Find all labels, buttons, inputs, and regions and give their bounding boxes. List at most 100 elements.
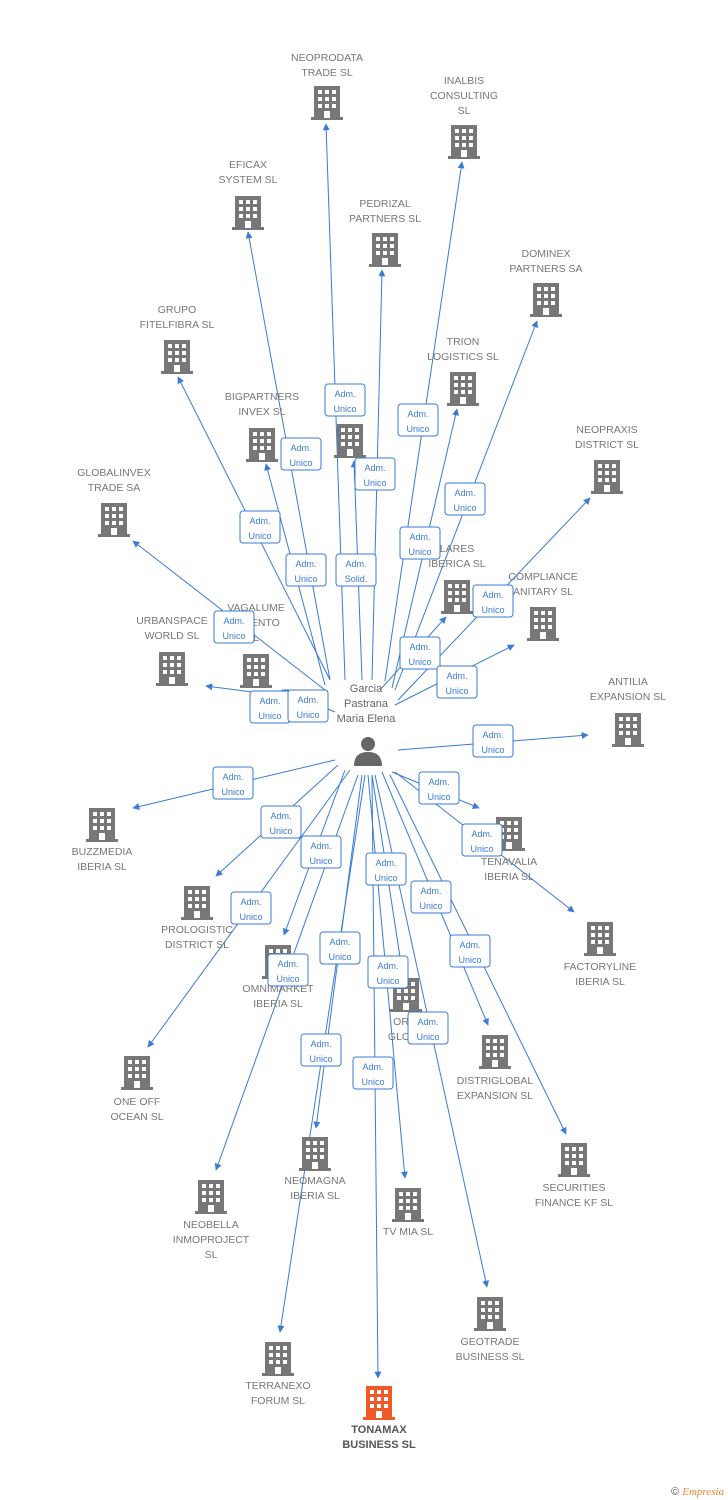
role-badge[interactable]: Adm.Unico <box>367 955 409 989</box>
building-icon <box>246 428 278 462</box>
company-label: SL <box>458 105 471 117</box>
role-badge[interactable]: Adm.Solid. <box>335 553 377 587</box>
role-text: Unico <box>419 901 442 911</box>
role-badge[interactable]: Adm.Unico <box>249 690 291 724</box>
role-text: Unico <box>361 1077 384 1087</box>
role-text: Solid. <box>345 574 368 584</box>
role-badge[interactable]: Adm.Unico <box>449 934 491 968</box>
role-badge[interactable]: Adm.Unico <box>472 724 514 758</box>
company-trion[interactable]: TRION LOGISTICS SL <box>427 336 499 406</box>
role-badge[interactable]: Adm.Unico <box>399 636 441 670</box>
building-icon <box>530 283 562 317</box>
role-badge[interactable]: Adm.Unico <box>324 383 366 417</box>
role-badge[interactable]: Adm.Unico <box>285 553 327 587</box>
role-badge[interactable]: Adm.Unico <box>407 1011 449 1045</box>
role-text: Unico <box>363 478 386 488</box>
company-label: ANTILIA <box>608 676 648 688</box>
company-pedrizal[interactable]: PEDRIZAL PARTNERS SL <box>349 198 421 267</box>
building-icon <box>181 886 213 920</box>
company-label: IBERIA SL <box>253 998 303 1010</box>
role-badge[interactable]: Adm.Unico <box>319 931 361 965</box>
company-label: LOGISTICS SL <box>427 351 499 363</box>
company-label: LARES <box>440 543 474 555</box>
role-badge[interactable]: Adm.Unico <box>230 891 272 925</box>
building-icon <box>369 233 401 267</box>
role-badge[interactable]: Adm.Unico <box>212 766 254 800</box>
company-label: BIGPARTNERS <box>225 391 299 403</box>
role-badge[interactable]: Adm.Unico <box>461 823 503 857</box>
role-text: Unico <box>481 605 504 615</box>
company-label: DISTRIGLOBAL <box>457 1075 534 1087</box>
role-badge[interactable]: Adm.Unico <box>260 805 302 839</box>
role-badge[interactable]: Adm.Unico <box>280 437 322 471</box>
role-text: Unico <box>333 404 356 414</box>
role-text: Unico <box>222 631 245 641</box>
role-badge[interactable]: Adm. Unico <box>354 457 396 491</box>
person-name: Maria Elena <box>337 713 397 725</box>
role-text: Unico <box>427 792 450 802</box>
company-label: TONAMAX <box>351 1424 407 1436</box>
role-badge[interactable]: Adm.Unico <box>472 584 514 618</box>
company-label: PROLOGISTIC <box>161 924 233 936</box>
company-label: TRION <box>447 336 480 348</box>
role-text: Adm. <box>482 730 503 740</box>
role-text: Unico <box>458 955 481 965</box>
company-tvmia[interactable]: TV MIA SL <box>383 1188 433 1238</box>
person-icon <box>354 737 382 766</box>
company-label: PEDRIZAL <box>359 198 411 210</box>
role-badge[interactable]: Adm.Unico <box>399 526 441 560</box>
role-badge[interactable]: Adm.Unico <box>397 403 439 437</box>
company-label: TERRANEXO <box>245 1380 310 1392</box>
role-badge[interactable]: Adm.Unico <box>213 610 255 644</box>
role-badge[interactable]: Adm.Unico <box>365 852 407 886</box>
role-text: Adm. <box>277 959 298 969</box>
role-badge[interactable]: Adm.Unico <box>300 835 342 869</box>
role-badge[interactable]: Adm.Unico <box>352 1056 394 1090</box>
role-badge[interactable]: Adm.Unico <box>444 482 486 516</box>
role-text: Unico <box>276 974 299 984</box>
role-badge[interactable]: Adm.Unico <box>410 880 452 914</box>
company-label: NEOPRAXIS <box>576 424 637 436</box>
role-badge[interactable]: Adm.Unico <box>418 771 460 805</box>
role-badge[interactable]: Adm.Unico <box>436 665 478 699</box>
role-text: Unico <box>328 952 351 962</box>
role-badge[interactable]: Adm.Unico <box>239 510 281 544</box>
company-label: CONSULTING <box>430 90 498 102</box>
building-icon <box>299 1137 331 1171</box>
company-label: FINANCE KF SL <box>535 1197 613 1209</box>
role-badge[interactable]: Adm.Unico <box>287 689 329 723</box>
company-label: TV MIA SL <box>383 1226 433 1238</box>
role-badge[interactable]: Adm. Unico <box>267 953 309 987</box>
role-badge[interactable]: Adm.Unico <box>300 1033 342 1067</box>
role-text: Adm. <box>364 463 385 473</box>
role-text: Unico <box>453 503 476 513</box>
company-label: PARTNERS SL <box>349 213 421 225</box>
building-icon <box>98 503 130 537</box>
